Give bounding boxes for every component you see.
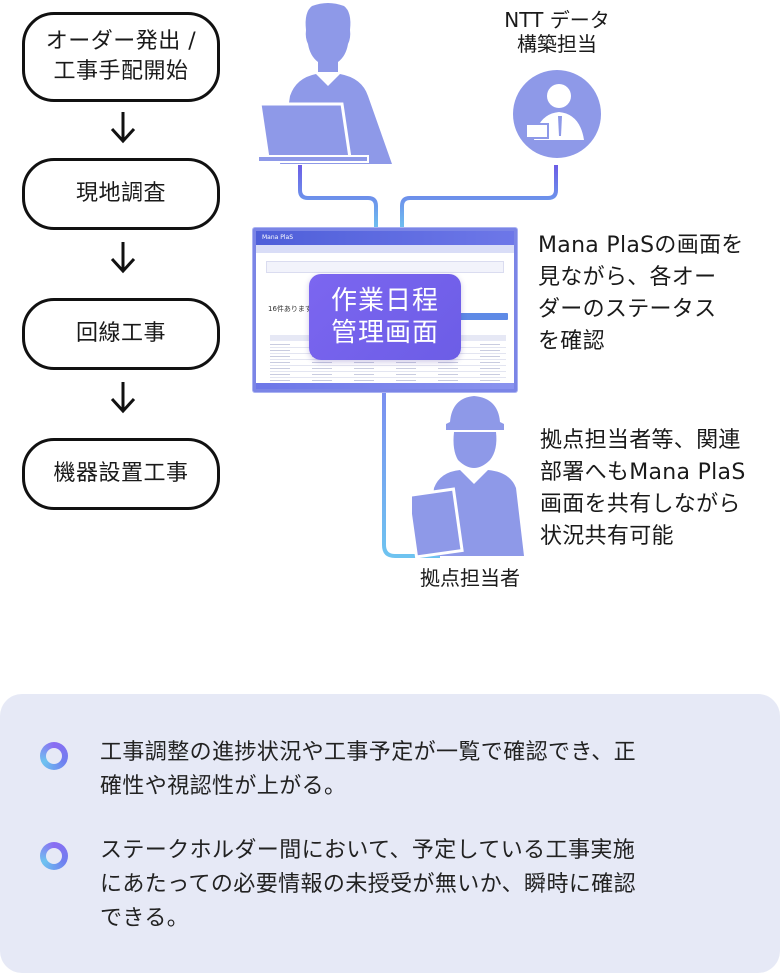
note2-line2: 部署へもMana PlaS [540,460,746,485]
benefits-panel [0,694,780,973]
flow-step-order: オーダー発出 / 工事手配開始 [22,12,220,102]
badge-line1: 作業日程 [330,286,439,316]
schedule-management-badge: 作業日程 管理画面 [309,274,461,360]
flow-step-line-work-label: 回線工事 [75,321,166,346]
flow-step-line-work: 回線工事 [22,298,220,370]
note1-line3: ダーのステータス [538,297,717,322]
connector-screen-to-site [382,386,440,558]
ntt-role-label-line2: 構築担当 [517,32,597,56]
flow-step-site-survey: 現地調査 [22,158,220,230]
down-arrow-icon [110,112,136,144]
note2-line4: 状況共有可能 [540,524,674,549]
screen-footer [256,383,514,389]
screen-nav [256,245,514,253]
mana-plas-screenshot: Mana PlaS 16件あります。 [253,228,517,392]
badge-line2: 管理画面 [330,318,439,348]
ntt-role-label-line1: NTT データ [504,8,610,32]
flow-step-equipment-install: 機器設置工事 [22,438,220,510]
note2-line1: 拠点担当者等、関連 [540,428,741,453]
note-status-check: Mana PlaSの画面を 見ながら、各オー ダーのステータス を確認 [538,230,744,358]
connector-ntt-to-screen [400,165,558,230]
flow-step-site-survey-label: 現地調査 [75,181,166,206]
benefit1-line1: 工事調整の進捗状況や工事予定が一覧で確認でき、正 [100,740,637,765]
benefit-item-1: 工事調整の進捗状況や工事予定が一覧で確認でき、正 確性や視認性が上がる。 [100,736,750,804]
screen-action-button [456,313,508,320]
ring-bullet-icon [40,842,68,870]
ring-bullet-icon [40,742,68,770]
flow-step-order-line1: オーダー発出 / [45,29,197,54]
note1-line1: Mana PlaSの画面を [538,233,744,258]
note1-line4: を確認 [538,329,605,354]
benefit-item-2: ステークホルダー間において、予定している工事実施 にあたっての必要情報の未授受が… [100,834,750,936]
down-arrow-icon [110,382,136,414]
connector-worker-to-screen [298,165,378,230]
flow-step-order-line2: 工事手配開始 [53,59,189,84]
ntt-builder-icon [513,70,601,158]
worker-laptop-icon [257,3,392,164]
site-person-label: 拠点担当者 [420,566,520,590]
screen-filter-bar [266,261,504,273]
note1-line2: 見ながら、各オー [538,265,717,290]
site-worker-helmet-icon [412,396,524,558]
benefit2-line2: にあたっての必要情報の未授受が無いか、瞬時に確認 [100,872,637,897]
screen-header [256,231,514,245]
note-shared-status: 拠点担当者等、関連 部署へもMana PlaS 画面を共有しながら 状況共有可能 [540,425,746,553]
ntt-role-label: NTT データ 構築担当 [482,8,632,56]
benefit1-line2: 確性や視認性が上がる。 [100,774,347,799]
flow-step-equipment-install-label: 機器設置工事 [53,461,189,486]
benefit2-line1: ステークホルダー間において、予定している工事実施 [100,838,636,863]
screen-record-count: 16件あります。 [268,305,319,313]
note2-line3: 画面を共有しながら [540,492,741,517]
screen-app-name: Mana PlaS [262,234,294,241]
benefit2-line3: できる。 [100,906,190,931]
down-arrow-icon [110,242,136,274]
